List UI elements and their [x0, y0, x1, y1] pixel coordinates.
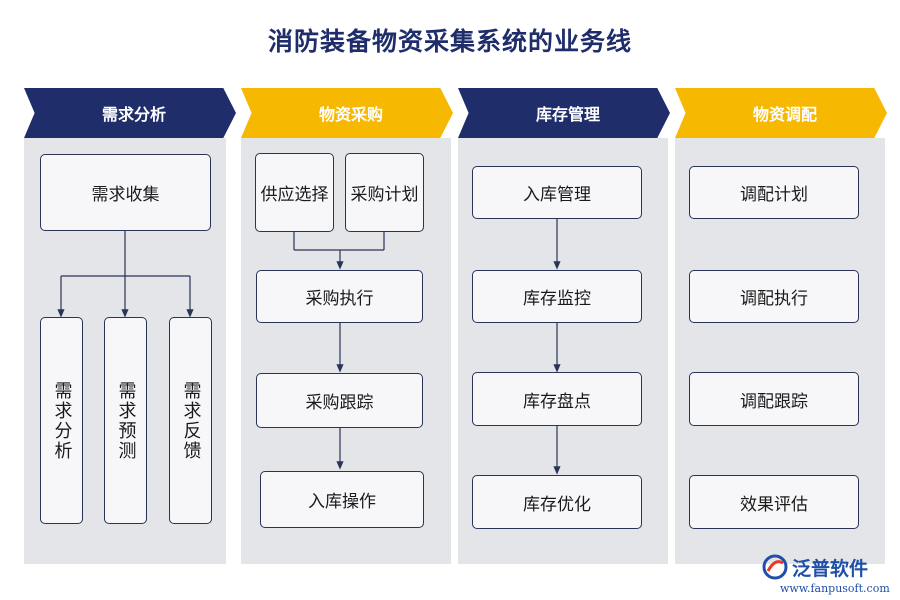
logo-url: www.fanpusoft.com	[780, 582, 890, 595]
demand-analysis-box: 需求分析	[40, 317, 83, 524]
inbound-management-box: 入库管理	[472, 166, 642, 219]
demand-collection-box: 需求收集	[40, 154, 211, 231]
fanpu-logo-icon	[762, 554, 788, 580]
fanpu-logo: 泛普软件 www.fanpusoft.com	[762, 552, 892, 596]
logo-name: 泛普软件	[792, 558, 869, 580]
purchase-plan-box: 采购计划	[345, 153, 424, 232]
diagram-title: 消防装备物资采集系统的业务线	[267, 27, 632, 56]
inventory-optimization-box: 库存优化	[472, 475, 642, 529]
purchase-execution-box: 采购执行	[256, 270, 423, 323]
inventory-monitoring-box: 库存监控	[472, 270, 642, 323]
column-header-4: 物资调配	[675, 88, 887, 138]
column-header-1: 需求分析	[24, 88, 236, 138]
purchase-tracking-box: 采购跟踪	[256, 373, 423, 428]
column-header-3: 库存管理	[458, 88, 670, 138]
inventory-count-box: 库存盘点	[472, 372, 642, 426]
allocation-plan-box: 调配计划	[689, 166, 859, 219]
inbound-operation-box: 入库操作	[260, 471, 424, 528]
effect-evaluation-box: 效果评估	[689, 475, 859, 529]
allocation-execution-box: 调配执行	[689, 270, 859, 323]
column-header-label: 库存管理	[535, 105, 600, 124]
allocation-tracking-box: 调配跟踪	[689, 372, 859, 426]
column-header-2: 物资采购	[241, 88, 453, 138]
column-header-label: 物资调配	[752, 105, 817, 124]
demand-feedback-box: 需求反馈	[169, 317, 212, 524]
supply-selection-box: 供应选择	[255, 153, 334, 232]
column-header-label: 物资采购	[318, 105, 383, 124]
column-header-label: 需求分析	[101, 105, 166, 124]
demand-forecast-box: 需求预测	[104, 317, 147, 524]
